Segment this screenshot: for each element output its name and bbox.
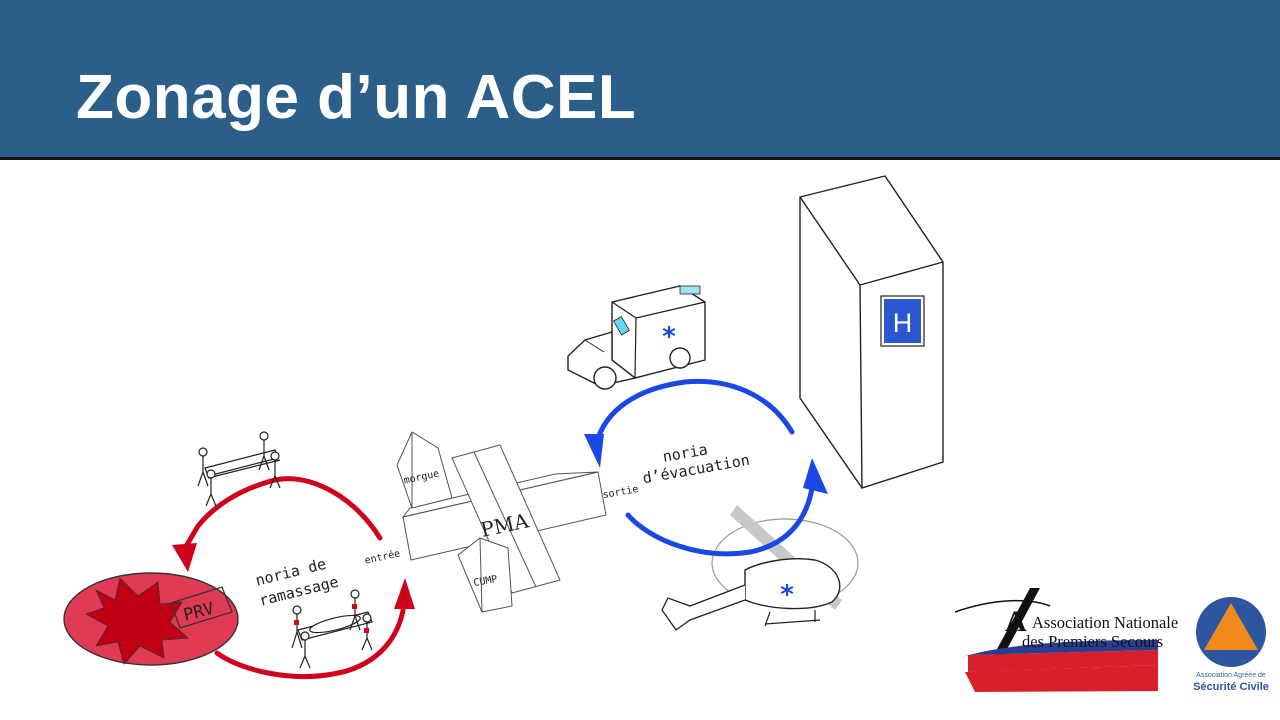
svg-text:*: * [780,580,794,610]
securite-civile-logo [1196,597,1266,667]
hospital-sign-label: H [893,308,913,338]
header-divider [0,157,1280,160]
svg-text:A: A [1005,605,1027,638]
cump-label: CUMP [473,574,499,589]
slide-title: Zonage d’un ACEL [76,63,637,132]
acel-zoning-diagram: H * * morgue CUMP PMA entr [63,175,1266,697]
ramassage-loop-top-arrow [182,476,383,551]
hospital-sign-icon [884,299,921,343]
evacuation-loop-top-arrow [593,378,795,448]
svg-text:*: * [662,322,676,352]
evacuation-loop-bottom-arrow [625,479,816,557]
pma-structure [396,431,607,613]
entree-label: entrée [363,547,401,566]
ambulance-icon: * [567,285,706,390]
hospital-building: H [799,175,944,489]
anps-logo: A [950,565,1166,697]
ramassage-loop-bottom-arrow [214,602,407,679]
anps-name-line1: Association Nationale [1032,613,1179,632]
helicopter-icon: * [661,505,859,631]
anps-logo-text: Association Nationale des Premiers Secou… [1022,613,1178,651]
anps-name-line2: des Premiers Secours [1022,632,1164,651]
sortie-label: sortie [602,484,639,501]
stretcher-bearers-patient-icon [291,589,373,669]
stretcher-bearers-empty-icon [197,431,281,507]
securite-civile-caption-bottom: Sécurité Civile [1193,681,1269,693]
prv-zone: PRV [63,572,239,666]
header-bar [0,0,1280,157]
securite-civile-caption-top: Association Agréée de [1196,672,1266,679]
